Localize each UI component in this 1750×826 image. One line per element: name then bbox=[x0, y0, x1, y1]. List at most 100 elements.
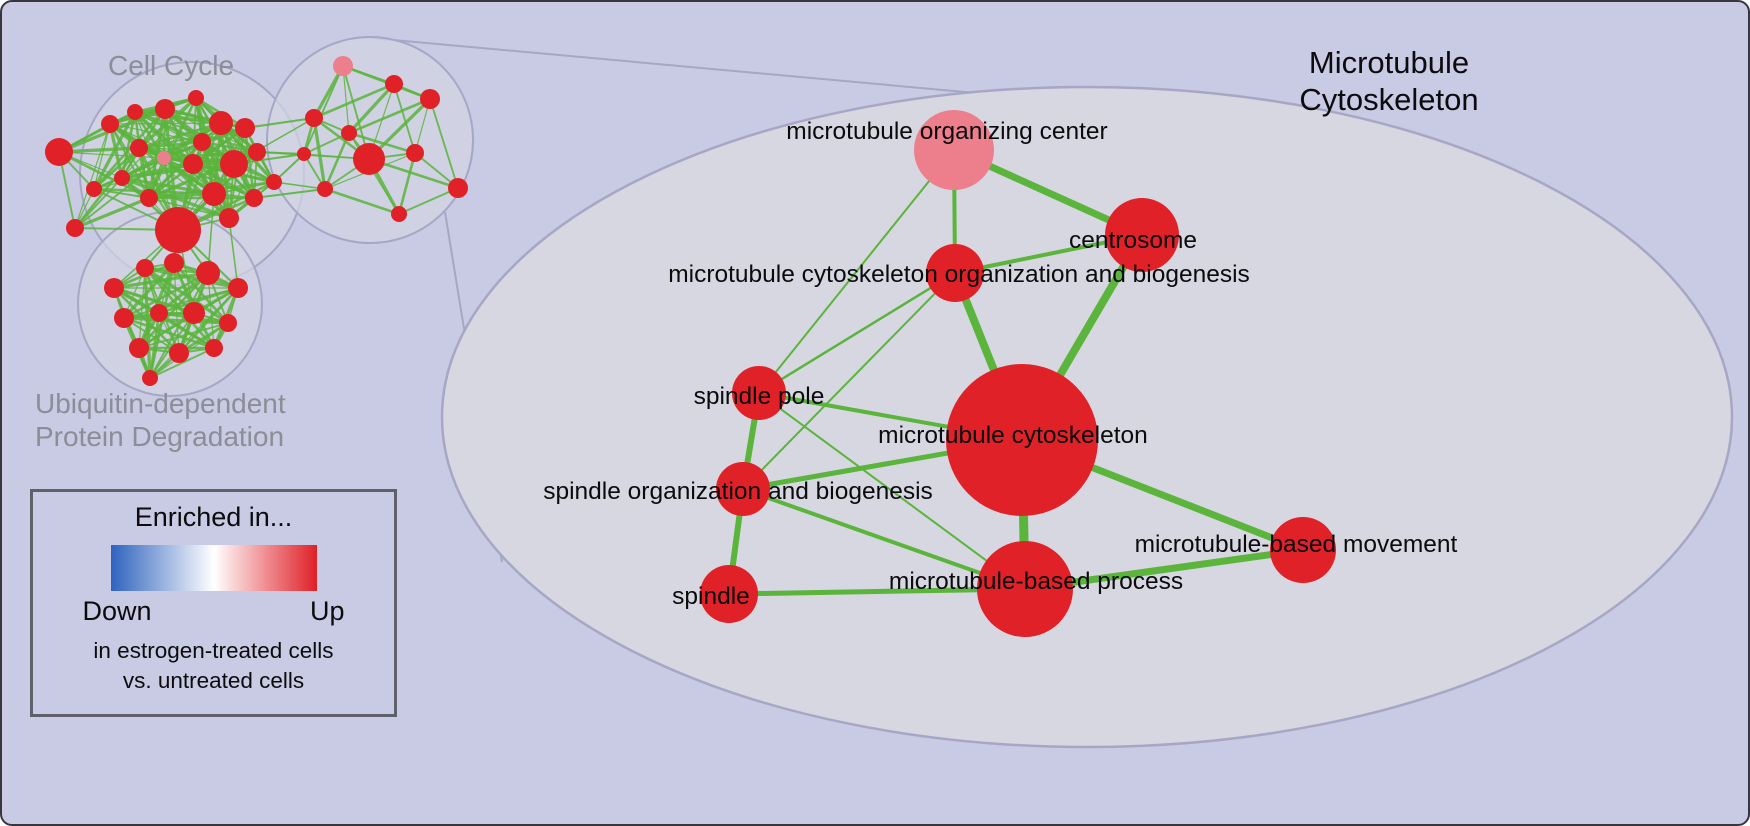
legend-subtitle: in estrogen-treated cells vs. untreated … bbox=[33, 636, 394, 696]
detail-edge-spindle-mbp bbox=[728, 586, 1026, 597]
overview-edge bbox=[429, 98, 459, 189]
legend-subtitle-line2: vs. untreated cells bbox=[122, 668, 305, 693]
detail-node-mc bbox=[946, 364, 1098, 516]
detail-node-spole bbox=[732, 366, 786, 420]
detail-node-label-mbp: microtubule-based process bbox=[889, 568, 1183, 595]
overview-node bbox=[86, 181, 102, 197]
overview-node bbox=[333, 56, 353, 76]
overview-edge bbox=[324, 187, 400, 216]
overview-node bbox=[66, 219, 84, 237]
overview-node bbox=[341, 125, 357, 141]
overview-edge bbox=[323, 132, 351, 190]
overview-edge bbox=[147, 140, 204, 200]
overview-edge bbox=[74, 196, 150, 230]
overview-bridge-edge bbox=[244, 117, 315, 129]
overview-node bbox=[406, 144, 424, 162]
overview-edge bbox=[200, 141, 231, 219]
cluster-label-ubiquitin-line2: Protein Degradation bbox=[35, 421, 285, 452]
overview-node bbox=[150, 304, 168, 322]
overview-edge bbox=[347, 82, 396, 135]
detail-node-label-mc: microtubule cytoskeleton bbox=[878, 422, 1148, 449]
overview-edge bbox=[149, 322, 229, 379]
overview-edge bbox=[123, 271, 209, 320]
overview-edge bbox=[397, 152, 417, 215]
legend-updown-row: Down Up bbox=[83, 596, 345, 627]
overview-edge bbox=[342, 65, 370, 160]
detail-edge-spole-mbp bbox=[758, 392, 1026, 590]
overview-edge bbox=[93, 108, 166, 190]
detail-cluster-title: Microtubule Cytoskeleton bbox=[1274, 44, 1504, 118]
cluster-label-ubiquitin: Ubiquitin-dependent Protein Degradation bbox=[35, 387, 286, 453]
overview-node bbox=[297, 147, 311, 161]
legend-down-label: Down bbox=[82, 596, 152, 626]
overview-edge bbox=[147, 97, 198, 199]
overview-edge bbox=[303, 65, 344, 155]
detail-node-label-spole: spindle pole bbox=[694, 383, 825, 410]
detail-node-label-moc: microtubule organizing center bbox=[786, 118, 1107, 145]
overview-node bbox=[385, 75, 403, 93]
overview-node bbox=[317, 181, 333, 197]
detail-node-label-sorg: spindle organization and biogenesis bbox=[543, 478, 933, 505]
overview-node bbox=[353, 143, 385, 175]
detail-node-mcob bbox=[926, 244, 984, 302]
overview-edge bbox=[313, 82, 395, 120]
overview-edge bbox=[123, 316, 229, 325]
detail-node-centrosome bbox=[1105, 198, 1179, 272]
overview-node bbox=[202, 182, 226, 206]
legend-subtitle-line1: in estrogen-treated cells bbox=[93, 638, 334, 663]
overview-node bbox=[155, 99, 175, 119]
overview-edge bbox=[348, 131, 416, 155]
overview-edge bbox=[201, 140, 258, 154]
overview-edge bbox=[342, 65, 350, 134]
overview-node bbox=[45, 138, 73, 166]
overview-bridge-edge bbox=[233, 117, 315, 165]
overview-bridge-edge bbox=[256, 151, 370, 160]
overview-bridge-edge bbox=[207, 193, 215, 274]
overview-edge bbox=[148, 312, 161, 379]
overview-node bbox=[164, 253, 184, 273]
overview-edge bbox=[312, 117, 327, 190]
overview-node bbox=[205, 339, 223, 357]
overview-edge bbox=[137, 96, 198, 150]
overview-edge bbox=[207, 272, 215, 349]
overview-edge bbox=[93, 147, 140, 190]
legend-up-label: Up bbox=[309, 596, 345, 626]
overview-node bbox=[169, 343, 189, 363]
detail-node-mbp bbox=[977, 541, 1073, 637]
detail-edge-sorg-mbp bbox=[742, 487, 1026, 591]
overview-node bbox=[127, 104, 143, 120]
overview-edge bbox=[138, 140, 203, 150]
detail-node-label-mbm: microtubule-based movement bbox=[1135, 531, 1458, 558]
overview-node bbox=[219, 314, 237, 332]
cluster-label-cell-cycle-text: Cell Cycle bbox=[108, 50, 235, 81]
detail-cluster-title-line1: Microtubule bbox=[1308, 45, 1470, 80]
overview-edge bbox=[348, 97, 431, 135]
overview-edge bbox=[121, 97, 197, 179]
zoom-cone-line bbox=[371, 37, 988, 95]
overview-edge bbox=[74, 123, 111, 229]
detail-node-label-spindle: spindle bbox=[672, 583, 750, 610]
overview-node bbox=[130, 139, 148, 157]
overview-node bbox=[188, 90, 204, 106]
overview-bridge-edge bbox=[273, 181, 326, 190]
overview-node bbox=[235, 118, 255, 138]
overview-node bbox=[193, 133, 211, 151]
overview-node bbox=[219, 208, 239, 228]
overview-node bbox=[114, 170, 130, 186]
overview-node bbox=[305, 109, 323, 127]
legend-gradient-bar bbox=[110, 545, 317, 591]
overview-node bbox=[104, 278, 124, 298]
overview-node bbox=[228, 278, 248, 298]
overview-edge bbox=[138, 121, 222, 150]
detail-node-label-mcob: microtubule cytoskeleton organization an… bbox=[668, 261, 1250, 288]
overview-edge bbox=[73, 147, 141, 229]
overview-edge bbox=[74, 177, 123, 229]
detail-edge-mcob-spole bbox=[758, 271, 956, 395]
overview-node bbox=[448, 178, 468, 198]
detail-node-mbm bbox=[1270, 517, 1336, 583]
overview-edge bbox=[303, 132, 350, 155]
overview-node bbox=[420, 89, 440, 109]
overview-node bbox=[157, 151, 171, 165]
detail-edge-mcob-sorg bbox=[742, 272, 956, 490]
